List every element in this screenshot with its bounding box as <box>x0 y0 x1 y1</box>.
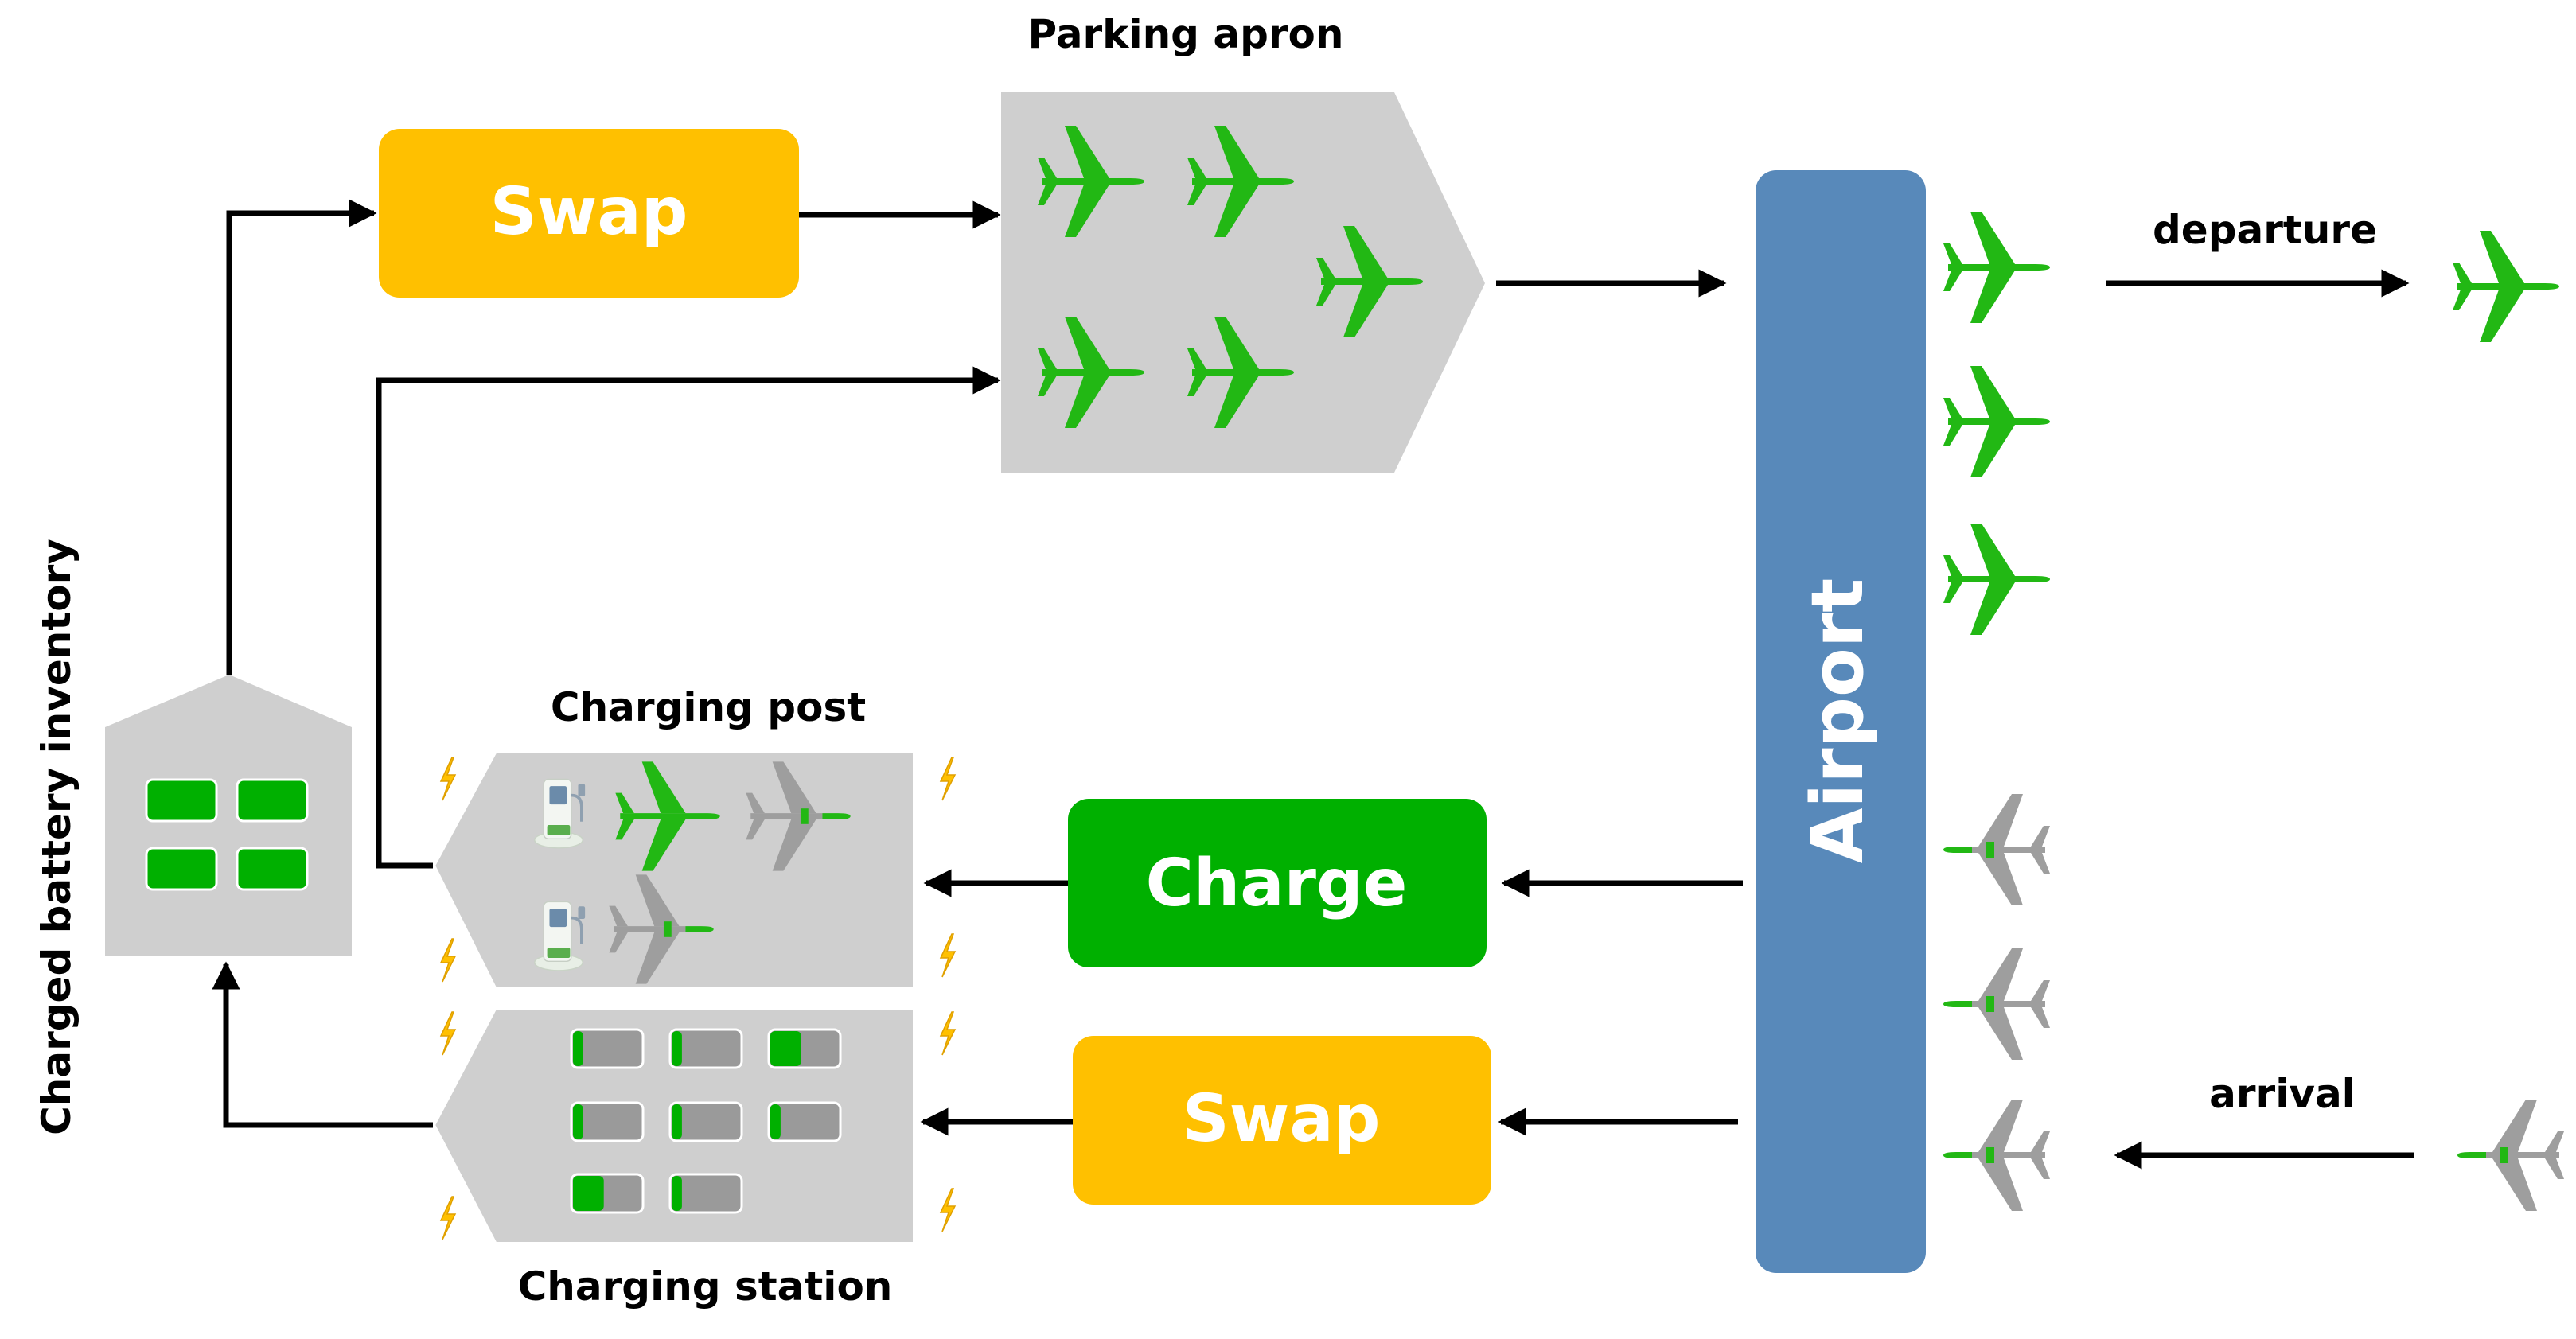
airplane-icon <box>1943 794 2050 905</box>
charging-post: Charging post <box>430 684 918 992</box>
arrow-inventory-to-swap <box>226 199 377 675</box>
battery-icon <box>145 847 218 891</box>
airport-planes <box>1943 212 2050 1211</box>
arrow-post-to-apron <box>376 366 1001 869</box>
battery-charge-level <box>672 1031 682 1066</box>
battery-charge-level <box>672 1104 682 1139</box>
parking-apron-label: Parking apron <box>1027 11 1343 57</box>
arriving-airplane-icon <box>2457 1100 2564 1211</box>
lightning-bolt-icon <box>940 1188 956 1232</box>
departing-airplane-icon <box>2453 231 2559 342</box>
battery-icon <box>767 1028 842 1069</box>
flow-arrows <box>212 199 2414 1170</box>
charging-post-label: Charging post <box>551 684 866 730</box>
charge-label: Charge <box>1146 846 1408 921</box>
airport-bar: Airport <box>1756 170 1926 1273</box>
lightning-bolt-icon <box>440 1011 456 1056</box>
airplane-icon <box>1943 948 2050 1060</box>
battery-icon <box>570 1173 645 1214</box>
departure-label: departure <box>2153 207 2377 253</box>
battery-charge-level <box>573 1104 583 1139</box>
airport-label: Airport <box>1796 578 1880 864</box>
battery-icon <box>145 778 218 823</box>
battery-charge-level <box>672 1176 682 1211</box>
lightning-bolt-icon <box>940 757 956 801</box>
battery-inventory: Charged battery inventory <box>33 539 352 1135</box>
battery-charge-level <box>573 1031 583 1066</box>
battery-grid <box>570 1028 842 1214</box>
battery-icon <box>767 1101 842 1142</box>
parking-apron: Parking apron <box>1001 11 1485 473</box>
battery-icon <box>570 1028 645 1069</box>
battery-charge-level <box>573 1176 604 1211</box>
battery-icon <box>570 1101 645 1142</box>
lightning-bolt-icon <box>440 1196 456 1240</box>
battery-icon <box>236 778 309 823</box>
battery-icon <box>668 1173 743 1214</box>
lightning-bolt-icon <box>440 938 456 983</box>
swap-top-label: Swap <box>490 174 688 250</box>
swap-box-bottom: Swap <box>1073 1036 1491 1205</box>
battery-icon <box>236 847 309 891</box>
airplane-icon <box>1943 212 2050 323</box>
lightning-bolt-icon <box>940 933 956 978</box>
swap-box-top: Swap <box>379 129 799 298</box>
airplane-icon <box>1943 366 2050 477</box>
lightning-bolt-icon <box>440 757 456 801</box>
battery-charge-level <box>770 1031 801 1066</box>
charging-station: Charging station <box>430 1005 918 1310</box>
charge-box: Charge <box>1068 799 1487 967</box>
arrow-station-to-inventory <box>212 961 433 1128</box>
charging-station-label: Charging station <box>518 1263 893 1310</box>
battery-icon <box>668 1028 743 1069</box>
airplane-icon <box>1943 1100 2050 1211</box>
arrival-label: arrival <box>2209 1071 2356 1117</box>
airplane-icon <box>1943 524 2050 635</box>
lightning-bolt-icon <box>940 1011 956 1056</box>
battery-icon <box>668 1101 743 1142</box>
battery-inventory-label: Charged battery inventory <box>33 539 80 1135</box>
battery-charge-level <box>770 1104 781 1139</box>
swap-bottom-label: Swap <box>1183 1081 1381 1157</box>
